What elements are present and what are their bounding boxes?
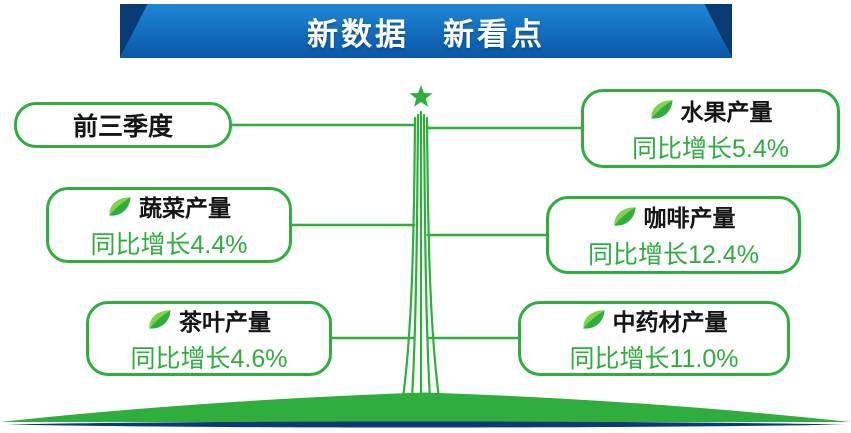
stat-title-vegetable: 蔬菜产量 [107,189,231,223]
page-title: 新数据 新看点 [307,16,545,52]
stat-value: 同比增长12.4% [588,241,759,269]
stat-box-tea: 茶叶产量 同比增长4.6% [86,301,332,376]
branch-lines [230,123,583,340]
leaf-icon [582,310,605,329]
stat-value: 同比增长4.4% [90,231,248,259]
stat-title-text: 中药材产量 [612,308,728,335]
stat-title-text: 茶叶产量 [179,308,271,335]
stat-value: 同比增长4.6% [130,344,288,373]
period-title-text: 前三季度 [72,113,173,141]
stat-title-coffee: 咖啡产量 [612,199,736,233]
leaf-icon [149,310,171,329]
stat-title-fruit: 水果产量 [649,93,773,127]
stat-title-herbs: 中药材产量 [581,303,728,337]
stat-title-text: 咖啡产量 [643,205,736,231]
stem-lines [401,110,441,400]
ground-hill [0,392,851,422]
star-icon [409,85,433,107]
leaf-icon [650,100,673,119]
leaf-icon [109,196,131,216]
ground-underline [7,421,845,428]
stat-title-text: 水果产量 [680,98,773,125]
period-box: 前三季度 [14,102,232,148]
stat-box-fruit: 水果产量 同比增长5.4% [581,89,840,168]
banner: 新数据 新看点 [120,4,732,58]
stat-box-coffee: 咖啡产量 同比增长12.4% [546,196,801,274]
stat-value: 同比增长5.4% [632,134,789,163]
banner-ribbon [120,4,732,58]
stat-title-tea: 茶叶产量 [147,303,271,337]
stat-title-text: 蔬菜产量 [139,195,231,221]
period-title: 前三季度 [73,107,173,143]
stat-box-herbs: 中药材产量 同比增长11.0% [518,301,790,376]
leaf-icon [613,206,636,226]
stat-value: 同比增长11.0% [569,344,739,373]
stat-box-vegetable: 蔬菜产量 同比增长4.4% [46,187,292,263]
